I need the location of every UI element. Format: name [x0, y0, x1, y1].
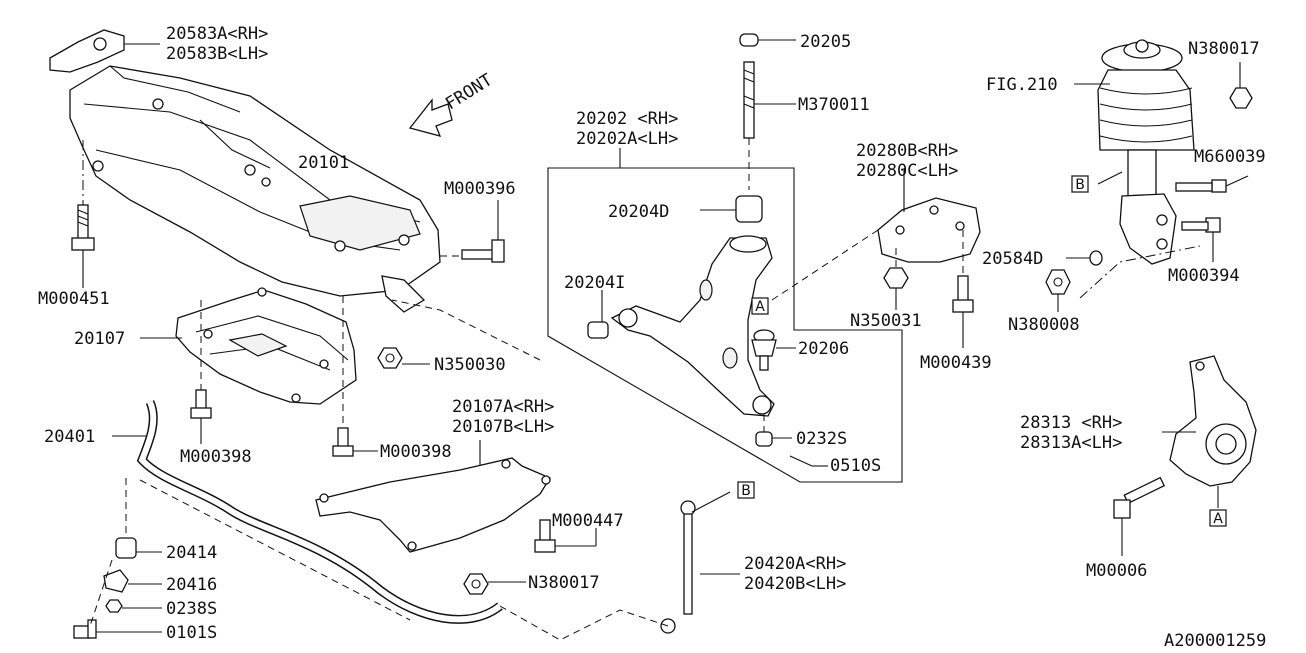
label-20107a: 20107A<RH>: [452, 397, 554, 417]
bracket-20583: [49, 29, 160, 73]
ref-marker-b-strut: B: [1071, 175, 1089, 193]
knuckle-28313: [1162, 355, 1257, 508]
svg-text:B: B: [1075, 177, 1085, 193]
label-m000447: M000447: [552, 511, 624, 531]
label-m000398-lower: M000398: [380, 442, 452, 462]
washer-20584d: [1066, 250, 1103, 266]
label-20401: 20401: [44, 427, 95, 447]
label-20280c: 20280C<LH>: [856, 161, 958, 181]
label-front: FRONT: [442, 70, 496, 114]
label-20583a: 20583A<RH>: [166, 24, 268, 44]
label-fig210: FIG.210: [986, 75, 1058, 95]
label-20107: 20107: [74, 329, 125, 349]
label-m660039: M660039: [1194, 147, 1266, 167]
bolt-m000398-lower: [332, 296, 378, 457]
bolt-m000447: [534, 519, 597, 553]
figure-id: A200001259: [1164, 631, 1266, 651]
label-28313a: 28313A<LH>: [1020, 433, 1122, 453]
label-m000396: M000396: [444, 179, 516, 199]
ref-marker-b-stab-link: B: [737, 481, 755, 499]
bushing-20204d: [700, 195, 763, 223]
nut-n380008: [1045, 245, 1201, 312]
label-20202: 20202 <RH>: [576, 109, 678, 129]
ref-marker-a-knuckle: A: [1209, 509, 1227, 527]
bracket-20280: [771, 168, 981, 301]
nut-n380017-strut: [1229, 62, 1253, 109]
label-20420a: 20420A<RH>: [744, 554, 846, 574]
nut-n350031: [883, 248, 909, 310]
nut-n350030: [377, 347, 430, 369]
bolt-m000451: [71, 140, 95, 288]
lower-arm-group-frame: [391, 148, 903, 483]
label-m000439: M000439: [920, 353, 992, 373]
label-m00006: M00006: [1086, 561, 1147, 581]
label-20204i: 20204I: [564, 273, 625, 293]
label-20583b: 20583B<LH>: [166, 44, 268, 64]
label-0510s: 0510S: [830, 456, 881, 476]
lower-arm-20202: [610, 235, 775, 417]
label-20107b: 20107B<LH>: [452, 417, 554, 437]
label-n380017-stab: N380017: [528, 573, 600, 593]
label-28313: 28313 <RH>: [1020, 413, 1122, 433]
label-m000451: M000451: [38, 289, 110, 309]
label-0232s: 0232S: [796, 429, 847, 449]
label-n380017-strut: N380017: [1188, 39, 1260, 59]
bolt-0101s: [73, 559, 162, 639]
washer-0238s: [105, 599, 162, 613]
stabilizer-bar-20401: [112, 400, 503, 624]
bushing-20414: [115, 478, 162, 559]
label-20420b: 20420B<LH>: [744, 574, 846, 594]
label-20416: 20416: [166, 575, 217, 595]
label-0101s: 0101S: [166, 623, 217, 643]
label-n350030: N350030: [434, 355, 506, 375]
ball-joint-20206: [751, 329, 796, 371]
label-m000394: M000394: [1168, 266, 1240, 286]
svg-text:A: A: [1213, 511, 1223, 527]
bolt-m000394: [1181, 217, 1221, 262]
label-20584d: 20584D: [982, 249, 1043, 269]
label-20206: 20206: [798, 339, 849, 359]
bolt-m370011: [743, 61, 796, 190]
ref-marker-a-lower-arm: A: [751, 297, 769, 315]
stabilizer-link-20420: [499, 491, 740, 641]
strut-assembly: [1074, 39, 1195, 265]
label-n350031: N350031: [850, 311, 922, 331]
label-0238s: 0238S: [166, 599, 217, 619]
label-m370011: M370011: [798, 95, 870, 115]
nut-0232s: [755, 414, 792, 447]
label-20205: 20205: [800, 32, 851, 52]
cap-20205: [739, 33, 796, 47]
label-20204d: 20204D: [608, 202, 669, 222]
crossmember-20101: [69, 65, 441, 313]
front-direction-arrow: [408, 98, 453, 137]
bolt-m000398-upper: [190, 300, 212, 444]
cotter-pin-0510s: [789, 455, 828, 467]
support-plate-20107: [140, 287, 357, 405]
label-20414: 20414: [166, 543, 217, 563]
label-n380008: N380008: [1008, 315, 1080, 335]
bolt-m00006: [1113, 476, 1166, 556]
label-m000398-upper: M000398: [180, 447, 252, 467]
clamp-20416: [103, 569, 162, 593]
svg-text:B: B: [741, 483, 751, 499]
plate-20107ab: [315, 440, 551, 553]
bolt-m000396: [440, 200, 505, 263]
bolt-m000439: [952, 230, 974, 348]
svg-text:A: A: [755, 299, 765, 315]
bushing-20204i: [587, 290, 609, 339]
label-20101: 20101: [298, 153, 349, 173]
label-20280b: 20280B<RH>: [856, 141, 958, 161]
nut-n380017-stab: [463, 573, 526, 595]
label-20202a: 20202A<LH>: [576, 129, 678, 149]
bolt-m660039: [1175, 175, 1249, 193]
